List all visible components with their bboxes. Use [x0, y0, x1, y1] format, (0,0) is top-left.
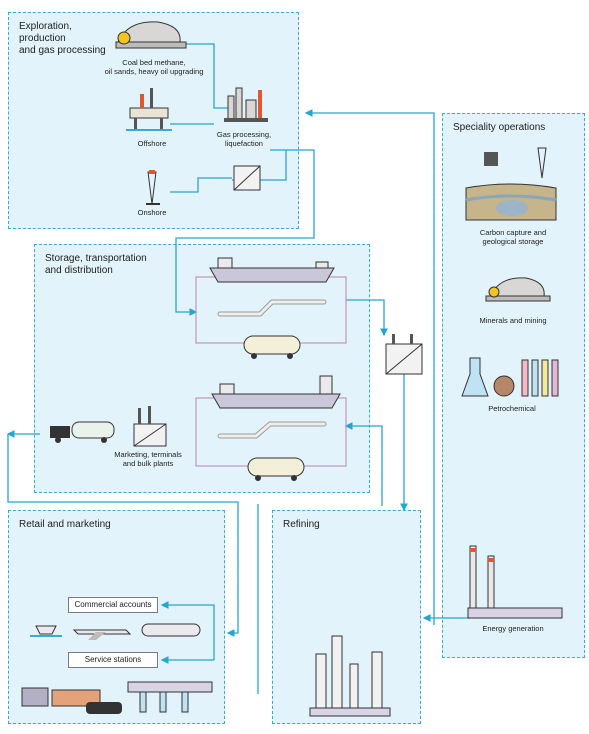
mining-helmet-icon [485, 277, 551, 302]
airplane-icon [72, 629, 132, 640]
minerals-label: Minerals and mining [479, 316, 547, 325]
exploration-title: Exploration, production and gas processi… [19, 21, 106, 56]
flow-coalbed-to-gas [186, 43, 232, 109]
tanker-ship-upper-icon [209, 257, 335, 283]
rail-tanker-upper-icon [243, 335, 301, 359]
marketing-terminal-icon [133, 406, 167, 447]
flow-refining-to-storage [344, 422, 383, 506]
refining-section: Refining [272, 510, 421, 724]
rail-tanker-lower-icon [247, 457, 305, 481]
pipeline-upper-icon [217, 299, 327, 317]
refining-title: Refining [283, 519, 320, 530]
carbon-capture-label: Carbon capture and geological storage [479, 228, 547, 246]
storage-section: Storage, transportation and distribution [34, 244, 370, 493]
gas-plant-icon [224, 87, 268, 122]
service-stations-box: Service stations [68, 652, 158, 668]
petrochemical-flasks-icon [461, 357, 559, 397]
flow-storage-to-tank [346, 299, 388, 337]
gas-processing-label: Gas processing, liquefaction [216, 130, 272, 148]
power-plant-icon [467, 545, 563, 619]
coal-bed-label: Coal bed methane, oil sands, heavy oil u… [104, 58, 204, 76]
offshore-label: Offshore [137, 139, 167, 148]
carbon-capture-icon [465, 147, 557, 221]
offshore-platform-icon [126, 88, 172, 131]
energy-generation-label: Energy generation [482, 624, 544, 633]
train-icon [141, 623, 201, 637]
tanker-ship-lower-icon [211, 375, 341, 409]
intermediate-tank-icon [385, 334, 423, 375]
onshore-rig-icon [146, 170, 160, 205]
gas-tank-icon [233, 165, 261, 191]
retail-title: Retail and marketing [19, 519, 111, 530]
refinery-icon [309, 635, 391, 717]
pipeline-lower-icon [217, 421, 327, 439]
ferry-icon [30, 625, 62, 637]
commercial-accounts-box: Commercial accounts [68, 597, 158, 613]
petrochemical-label: Petrochemical [488, 404, 536, 413]
storage-title: Storage, transportation and distribution [45, 253, 147, 276]
flow-onshore-to-gas [170, 177, 232, 193]
pipe-loop-upper [195, 276, 347, 344]
service-station-icon [127, 681, 213, 713]
marketing-label: Marketing, terminals and bulk plants [114, 450, 182, 468]
flow-exploration-to-storage [175, 149, 315, 316]
specialty-title: Speciality operations [453, 122, 546, 133]
flow-to-exploration [304, 109, 435, 625]
miner-helmet-icon [115, 21, 187, 49]
flow-storage-to-retail [7, 434, 239, 637]
onshore-label: Onshore [137, 208, 167, 217]
flow-to-commercial [160, 601, 215, 660]
road-vehicles-icon [21, 687, 122, 714]
tanker-truck-icon [50, 421, 115, 443]
